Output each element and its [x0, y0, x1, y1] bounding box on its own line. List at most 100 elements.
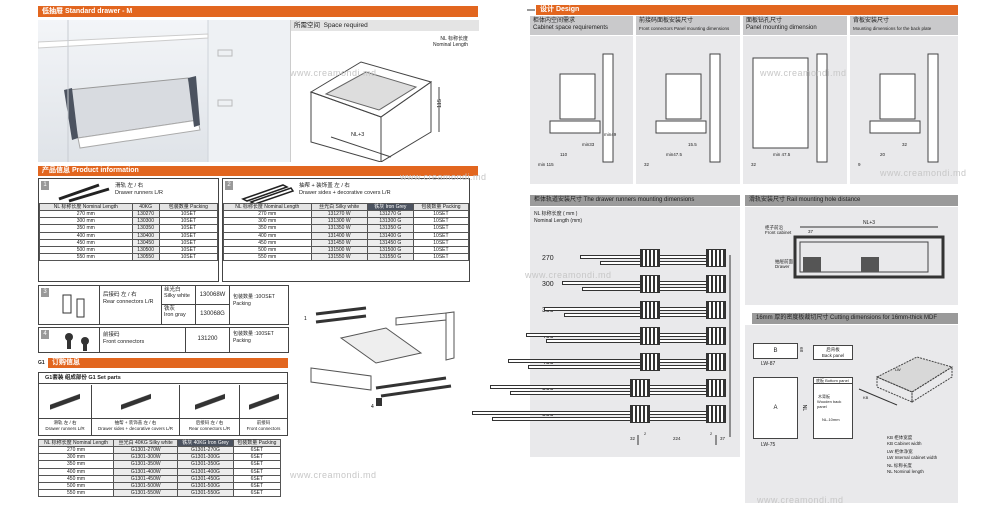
part-number: 4: [41, 330, 49, 339]
table-cell: 130350: [131, 224, 160, 233]
dim-32: 32: [630, 436, 636, 441]
table-cell: 500 mm: [39, 246, 133, 255]
dim-115: 115: [436, 99, 443, 108]
watermark: www.creamondi.md: [290, 68, 377, 78]
table-cell: 500 mm: [37, 482, 115, 491]
drawer-side-icon: [241, 184, 295, 203]
front-connector-code: 131200: [185, 328, 229, 352]
dim-2: 2: [644, 431, 647, 436]
dim-nl3: NL+3: [351, 132, 365, 138]
front-connector-block: [640, 301, 660, 319]
table-cell: 131270 W: [310, 209, 368, 219]
rear-connector-block: [706, 249, 726, 267]
dim-nl3: NL+3: [863, 220, 876, 226]
table-cell: 6SET: [232, 489, 282, 498]
cutting-title: 16mm 厚的密度板裁切尺寸 Cutting dimensions for 16…: [752, 313, 958, 324]
table-cell: 10SET: [412, 253, 470, 262]
table-cell: 6SET: [232, 482, 282, 491]
table-cell: 400 mm: [37, 467, 115, 476]
table-cell: G1301-270W: [113, 445, 179, 455]
dim-37: 37: [720, 436, 726, 441]
table-cell: 10SET: [412, 238, 470, 248]
design-panel-title-cn: 面板钻孔尺寸: [746, 18, 783, 24]
legend-cn: LW 柜体净宽: [887, 449, 913, 454]
color-en: Silky white: [164, 293, 190, 299]
nl-label-cn: NL 标称长度: [440, 36, 468, 42]
table-cell: 6SET: [232, 474, 282, 484]
table-cell: 10SET: [412, 246, 470, 255]
part2-box: 2 抽帮 + 装饰盖 左 / 右 Drawer sides + decorati…: [222, 178, 470, 282]
part-name-en: Front connectors: [103, 339, 145, 345]
part-number: 2: [225, 181, 233, 190]
space-diagram: [309, 61, 440, 162]
section-header-standard-drawer: 低抽屉 Standard drawer - M: [38, 6, 478, 17]
table-cell: 10SET: [158, 217, 219, 226]
table-cell: G1301-300W: [113, 453, 179, 462]
table-cell: 6SET: [232, 460, 282, 469]
table-cell: 450 mm: [39, 238, 133, 248]
front-connector-block: [640, 275, 660, 293]
section-header-order-info: 订购信息: [48, 358, 288, 368]
part-name-en: Drawer sides + decorative covers L/R: [299, 190, 391, 196]
back-panel-cn: 后背板: [826, 347, 840, 352]
dimension-label: 110: [560, 152, 568, 157]
color-en: Iron gray: [164, 312, 186, 318]
table-cell: 550 mm: [39, 253, 133, 262]
column-header: 包装数量 Packing: [158, 203, 219, 211]
legend-en: KB Cabinet width: [887, 440, 922, 446]
table-cell: 350 mm: [223, 224, 312, 233]
column-header: 40KG: [131, 203, 160, 211]
g1-part-en: Drawer runners L/R: [45, 425, 85, 431]
table-cell: 131500 G: [366, 246, 414, 255]
g1-part-en: Front connectors: [246, 425, 281, 431]
dimension-label: min49: [604, 132, 617, 137]
table-cell: 10SET: [412, 209, 470, 219]
runners-mount-title: 柜体轨道安装尺寸 The drawer runners mounting dim…: [530, 195, 740, 206]
drawer-illustration: [38, 20, 290, 162]
g1-part-en: Rear connectors L/R: [188, 425, 231, 431]
front-cabinet-en: Front cabinet: [765, 230, 792, 235]
design-panel-title-en: Mounting dimensions for the back plate: [853, 26, 932, 31]
table-cell: G1301-400W: [113, 467, 179, 476]
table-cell: 550 mm: [223, 253, 312, 262]
dim-lw87: LW-87: [761, 361, 776, 367]
watermark: www.creamondi.md: [400, 172, 487, 182]
table-cell: G1301-400G: [177, 467, 234, 476]
space-title-en: Space required: [323, 22, 368, 29]
front-connector-icon: [248, 388, 279, 418]
part-name-cn: 后接码 左 / 右: [103, 292, 137, 298]
dim-68: 68: [799, 346, 805, 353]
part-number: 3: [41, 288, 49, 297]
table-cell: 450 mm: [37, 474, 115, 484]
g1-set-title: G1套装 组成部份 G1 Set parts: [39, 373, 287, 384]
column-header: 铁灰 Iron Grey: [366, 203, 414, 211]
wood-back-cn: 木背板: [818, 394, 830, 399]
packing-cn: 包装数量 :10OSET: [233, 294, 275, 300]
front-connector-block: [640, 353, 660, 371]
dimension-label: 15.5: [688, 142, 697, 147]
dim-nl10: NL-10mm: [822, 417, 840, 422]
table-cell: G1301-350G: [177, 460, 234, 469]
space-title-cn: 所需空间: [294, 22, 320, 29]
table-cell: G1301-450G: [177, 474, 234, 484]
front-connector-block: [640, 327, 660, 345]
rear-connector-block: [706, 327, 726, 345]
packing-cn: 包装数量 :100SET: [233, 331, 274, 337]
iso-lw: LW: [895, 367, 901, 372]
